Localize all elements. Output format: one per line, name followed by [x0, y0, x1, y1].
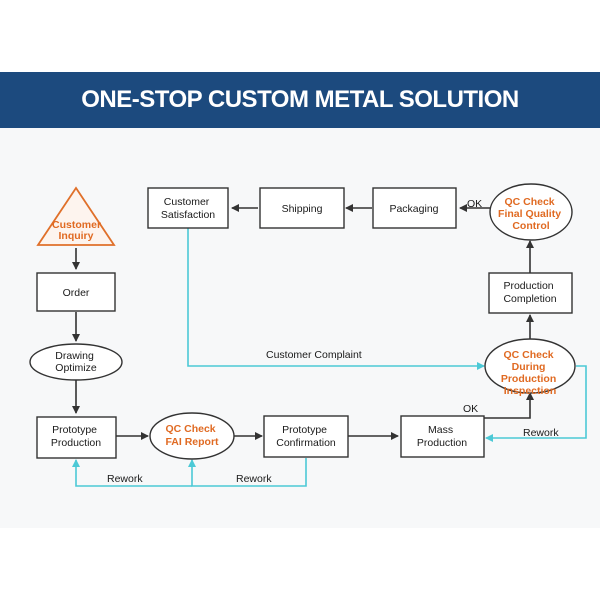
- svg-text:Production Completion: Production Completion: [503, 280, 556, 305]
- svg-text:QC Check FAI Report: QC Check FAI Report: [165, 423, 219, 448]
- node-order: Order: [36, 272, 116, 312]
- edge-rework-qcfai: [72, 459, 192, 487]
- node-label-line: Prototype: [52, 424, 97, 436]
- svg-text:Customer Satisfaction: Customer Satisfaction: [161, 196, 215, 221]
- node-label-line: During: [512, 361, 546, 373]
- svg-text:Packaging: Packaging: [389, 203, 438, 215]
- edge-label-rework-left: Rework: [107, 473, 143, 485]
- node-label-line: Production: [417, 437, 467, 449]
- edge-label-rework-mid: Rework: [236, 473, 272, 485]
- svg-text:Drawing Optimize: Drawing Optimize: [55, 350, 97, 374]
- node-label-line: Optimize: [55, 362, 97, 374]
- node-qc-during-production: QC Check During Production Inspection: [484, 338, 576, 397]
- node-label-line: Packaging: [389, 203, 438, 215]
- node-label-line: QC Check: [165, 423, 215, 435]
- flowchart: Customer Inquiry Order Drawing Optimize …: [29, 183, 587, 487]
- node-customer-inquiry: Customer Inquiry: [36, 186, 116, 246]
- svg-text:Prototype Confirmation: Prototype Confirmation: [276, 424, 336, 449]
- node-customer-satisfaction: Customer Satisfaction: [147, 187, 229, 229]
- svg-text:QC Check During Pr: QC Check During Production Inspection: [501, 349, 559, 397]
- edge-mass-qcduring: [484, 392, 534, 419]
- edge-complaint: [187, 228, 485, 370]
- svg-text:QC Check Final Quality: QC Check Final Quality Control: [498, 196, 564, 232]
- node-label-line: Customer: [164, 196, 210, 208]
- node-prototype-production: Prototype Production: [36, 416, 117, 459]
- node-label-line: Completion: [503, 293, 556, 305]
- svg-text:Mass Production: Mass Production: [417, 424, 467, 449]
- svg-text:Shipping: Shipping: [282, 203, 323, 215]
- node-label-line: Control: [512, 220, 549, 232]
- node-label-line: QC Check: [504, 196, 554, 208]
- node-label-line: FAI Report: [165, 436, 219, 448]
- node-mass-production: Mass Production: [400, 415, 485, 458]
- node-label-line: Inspection: [504, 385, 557, 397]
- edge-label-rework-right: Rework: [523, 427, 559, 439]
- node-label-line: Prototype: [282, 424, 327, 436]
- node-drawing-optimize: Drawing Optimize: [29, 343, 123, 381]
- node-label-line: Production: [503, 280, 553, 292]
- node-label-line: Production: [501, 373, 556, 385]
- node-label-line: Confirmation: [276, 437, 336, 449]
- node-label-line: Final Quality: [498, 208, 561, 220]
- node-label-line: Satisfaction: [161, 209, 215, 221]
- node-label-line: Shipping: [282, 203, 323, 215]
- node-qc-final-quality-control: QC Check Final Quality Control: [489, 183, 573, 241]
- edge-label-ok-mass: OK: [463, 403, 478, 415]
- svg-text:Customer Inquiry: Customer Inquiry: [52, 219, 104, 242]
- svg-text:Order: Order: [63, 287, 90, 299]
- node-label-line: Production: [51, 437, 101, 449]
- node-label-line: Customer: [52, 219, 101, 231]
- edge-label-ok-final: OK: [467, 198, 482, 210]
- node-label-line: Drawing: [55, 350, 94, 362]
- node-packaging: Packaging: [372, 187, 457, 229]
- node-label-line: QC Check: [503, 349, 553, 361]
- node-shipping: Shipping: [259, 187, 345, 229]
- flowchart-canvas: Customer Inquiry Order Drawing Optimize …: [0, 128, 600, 528]
- node-qc-fai-report: QC Check FAI Report: [149, 412, 235, 460]
- node-production-completion: Production Completion: [488, 272, 573, 314]
- node-prototype-confirmation: Prototype Confirmation: [263, 415, 349, 458]
- node-label-line: Inquiry: [58, 230, 93, 242]
- edge-rework-confirmation: [188, 458, 307, 487]
- page-title: ONE-STOP CUSTOM METAL SOLUTION: [0, 72, 600, 128]
- edge-rework-right: [485, 365, 587, 442]
- node-label-line: Mass: [428, 424, 453, 436]
- node-label-line: Order: [63, 287, 90, 299]
- edge-label-customer-complaint: Customer Complaint: [266, 349, 362, 361]
- svg-text:Prototype Production: Prototype Production: [51, 424, 101, 449]
